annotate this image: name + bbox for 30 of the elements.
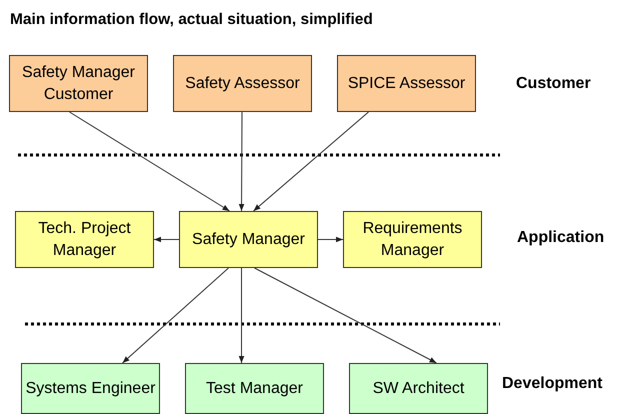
- arrow: [238, 268, 244, 364]
- arrow: [254, 268, 437, 364]
- role-name: SPICE Assessor: [346, 74, 466, 94]
- arrow: [69, 112, 230, 212]
- role-box: [173, 55, 312, 112]
- arrow: [238, 112, 244, 212]
- role-box: [15, 211, 154, 268]
- role-name: Requirements Manager: [362, 218, 464, 260]
- role-name: Test Manager: [205, 378, 304, 398]
- layer-label: Customer: [516, 74, 591, 94]
- diagram-title: Main information flow, actual situation, simplified: [10, 10, 373, 30]
- arrow: [154, 236, 180, 242]
- role-name: Systems Engineer: [24, 378, 156, 398]
- role-box: [185, 363, 324, 414]
- role-box: [9, 55, 148, 112]
- role-box: [349, 363, 488, 414]
- arrow: [253, 112, 369, 212]
- role-box: [21, 363, 160, 414]
- arrow: [318, 236, 344, 242]
- arrow: [122, 268, 229, 364]
- role-name: Safety Assessor: [184, 74, 301, 94]
- role-name: SW Architect: [372, 378, 466, 398]
- role-box: [337, 55, 476, 112]
- role-name: Tech. Project Manager: [37, 218, 132, 260]
- role-name: Safety Manager Customer: [21, 62, 136, 104]
- role-box: [179, 211, 318, 268]
- role-box: [343, 211, 482, 268]
- layer-label: Development: [502, 374, 602, 394]
- layer-label: Application: [517, 228, 604, 248]
- role-name: Safety Manager: [191, 230, 306, 250]
